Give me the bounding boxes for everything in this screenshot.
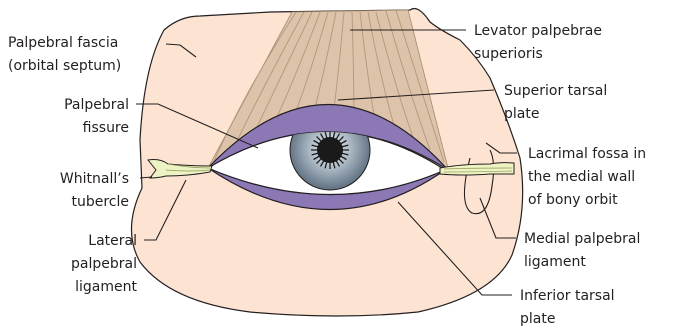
label-superior-tarsal-plate: Superior tarsal plate [504, 83, 607, 122]
label-lateral-palpebral-ligament: Lateral palpebral ligament [71, 233, 137, 295]
label-line: ligament [524, 254, 586, 270]
label-inferior-tarsal-plate: Inferior tarsal plate [520, 288, 615, 327]
label-lacrimal-fossa: Lacrimal fossa in the medial wall of bon… [528, 146, 646, 208]
label-line: of bony orbit [528, 192, 618, 208]
label-line: Medial palpebral [524, 231, 640, 247]
label-palpebral-fascia: Palpebral fascia (orbital septum) [8, 35, 121, 74]
label-line: palpebral [71, 256, 137, 272]
label-medial-palpebral-ligament: Medial palpebral ligament [524, 231, 640, 270]
label-line: fissure [83, 120, 129, 136]
label-line: Lacrimal fossa in [528, 146, 646, 162]
label-levator-palpebrae-superioris: Levator palpebrae superioris [474, 23, 602, 62]
label-line: tubercle [71, 194, 129, 210]
label-line: Lateral [88, 233, 137, 249]
label-whitnalls-tubercle: Whitnall’s tubercle [60, 171, 129, 210]
label-line: Palpebral [64, 97, 129, 113]
label-palpebral-fissure: Palpebral fissure [64, 97, 129, 136]
label-line: Levator palpebrae [474, 23, 602, 39]
label-line: plate [504, 106, 539, 122]
pupil [311, 131, 349, 169]
label-line: superioris [474, 46, 543, 62]
label-line: the medial wall [528, 169, 635, 185]
label-line: Superior tarsal [504, 83, 607, 99]
label-line: (orbital septum) [8, 58, 121, 74]
label-line: Whitnall’s [60, 171, 129, 187]
label-line: Inferior tarsal [520, 288, 615, 304]
label-line: Palpebral fascia [8, 35, 118, 51]
label-line: plate [520, 311, 555, 327]
label-line: ligament [75, 279, 137, 295]
